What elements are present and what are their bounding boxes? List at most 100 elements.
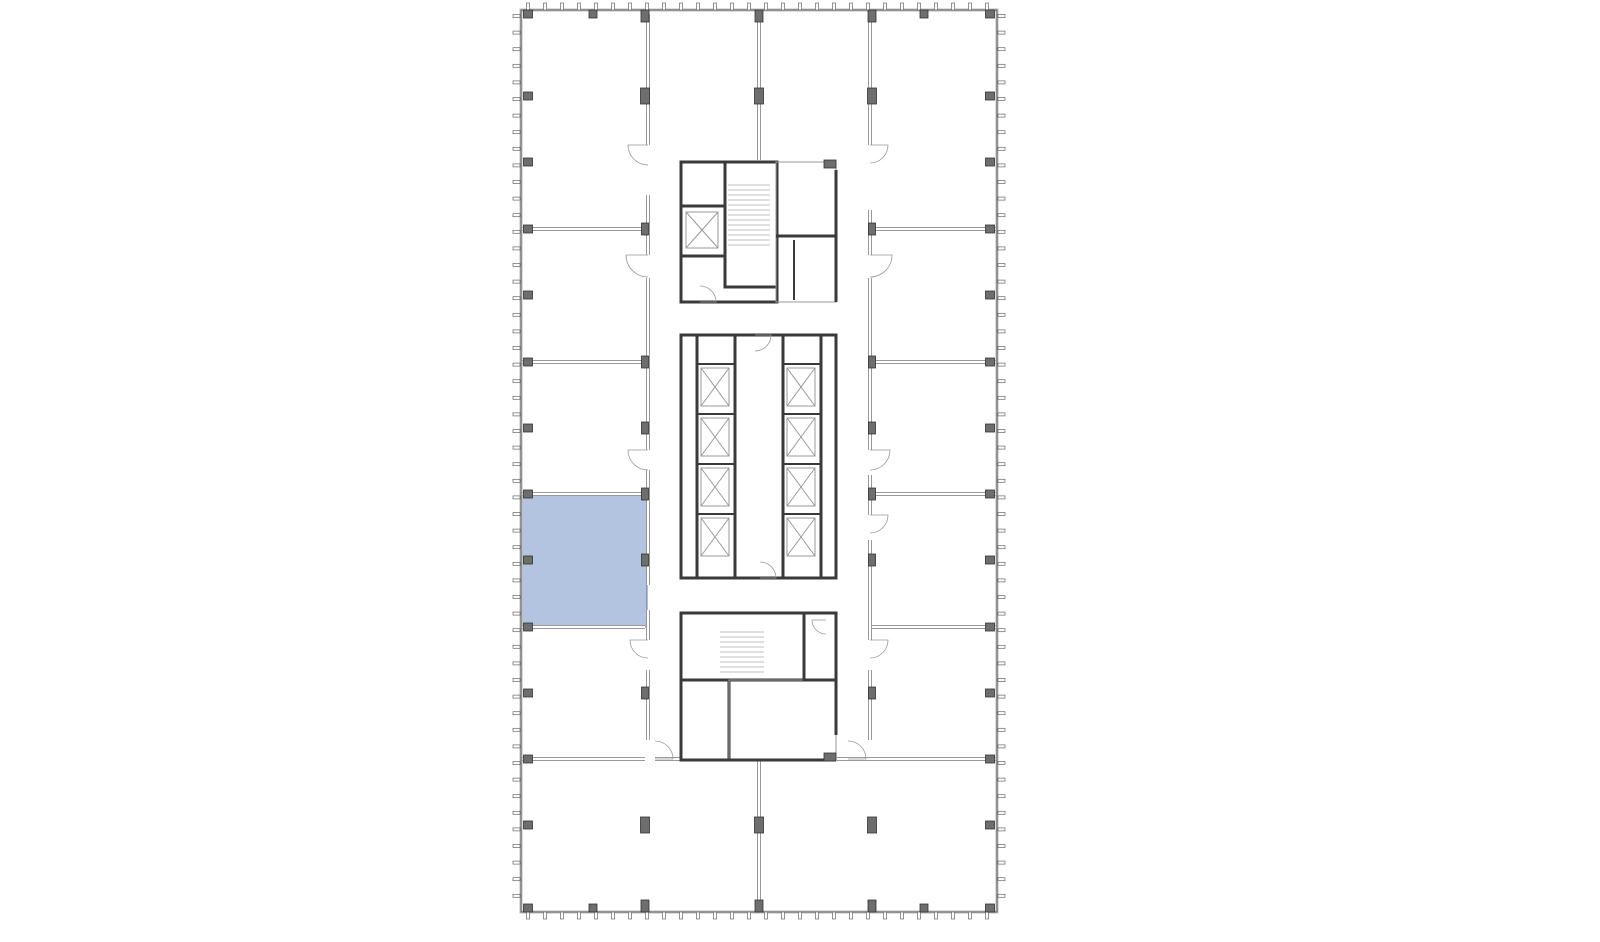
mullion (883, 2, 887, 11)
mullion (997, 180, 1006, 184)
column (523, 622, 533, 632)
mullion (997, 63, 1006, 68)
column (640, 816, 650, 834)
column (523, 555, 533, 565)
column (523, 820, 533, 830)
mullion (512, 478, 521, 483)
mullion (815, 911, 819, 920)
mullion (849, 911, 853, 920)
mullion (512, 810, 521, 815)
mullion (512, 678, 521, 682)
column (919, 903, 929, 913)
mullion (512, 213, 521, 218)
door-swing (869, 514, 889, 534)
mullion (512, 329, 521, 334)
column (919, 9, 929, 19)
elevator-x (786, 517, 816, 557)
mullion (997, 229, 1006, 234)
mullion (997, 97, 1006, 101)
core-wall (695, 333, 737, 580)
mullion (997, 495, 1006, 500)
service-elevator (685, 211, 719, 249)
column (523, 489, 533, 499)
elevator-car (786, 417, 816, 457)
mullion (512, 279, 521, 284)
mullion (997, 794, 1006, 799)
mullion (645, 2, 649, 11)
column (985, 224, 995, 234)
door-swing (627, 144, 649, 166)
mullion (512, 611, 521, 616)
mullion (594, 2, 598, 11)
column (985, 903, 995, 913)
mullion (512, 561, 521, 566)
mullion (512, 229, 521, 234)
mullion (997, 445, 1006, 450)
column (523, 91, 533, 101)
mullion (512, 578, 521, 583)
mullion (997, 80, 1006, 85)
office-partitions (521, 14, 997, 912)
mullion (512, 80, 521, 85)
elevator-car (700, 367, 730, 407)
door-swing (869, 254, 893, 278)
column (523, 357, 533, 367)
elevator-x (700, 367, 730, 407)
column (823, 159, 837, 169)
mullion (832, 2, 836, 11)
elevator-car (786, 517, 816, 557)
column (985, 423, 995, 433)
mullion (917, 2, 921, 11)
mullion (997, 196, 1006, 201)
building-envelope (512, 2, 1006, 920)
door-swing (869, 144, 889, 164)
highlighted-office-space[interactable] (521, 493, 648, 628)
mullion (512, 727, 521, 732)
mullion (968, 911, 972, 920)
mullion (997, 545, 1006, 550)
mullion (679, 911, 683, 920)
column (588, 903, 598, 913)
mullion (997, 113, 1006, 118)
mullion (951, 911, 955, 920)
door-swing (629, 639, 649, 659)
elevator-x (700, 417, 730, 457)
mullion (781, 2, 785, 11)
mullion (512, 429, 521, 433)
mullion (985, 2, 989, 11)
elevator-car (786, 367, 816, 407)
column (523, 157, 533, 167)
mullion (997, 263, 1006, 267)
door-swing (627, 449, 649, 471)
core-wall (679, 611, 806, 682)
mullion (577, 2, 581, 11)
selected-room[interactable] (521, 493, 648, 628)
mullion (662, 911, 666, 920)
column (868, 487, 876, 501)
column (867, 9, 877, 23)
mullion (512, 395, 521, 400)
mullion (512, 644, 521, 649)
mullion (512, 761, 521, 765)
mullion (849, 2, 853, 11)
mullion (997, 661, 1006, 666)
mullion (985, 911, 989, 920)
mullion (512, 163, 521, 168)
mullion (512, 794, 521, 799)
column (640, 899, 650, 913)
structural-columns (523, 9, 995, 913)
restroom (728, 679, 837, 761)
mullion (611, 2, 615, 11)
mullion (997, 744, 1006, 749)
mullion (512, 146, 521, 151)
mullion (512, 711, 521, 716)
column (985, 688, 995, 698)
mullion (997, 628, 1006, 633)
column (640, 87, 650, 105)
mullion (512, 296, 521, 301)
column (523, 754, 533, 764)
mullion (934, 911, 938, 920)
elevator-car (700, 467, 730, 507)
column (641, 487, 649, 501)
